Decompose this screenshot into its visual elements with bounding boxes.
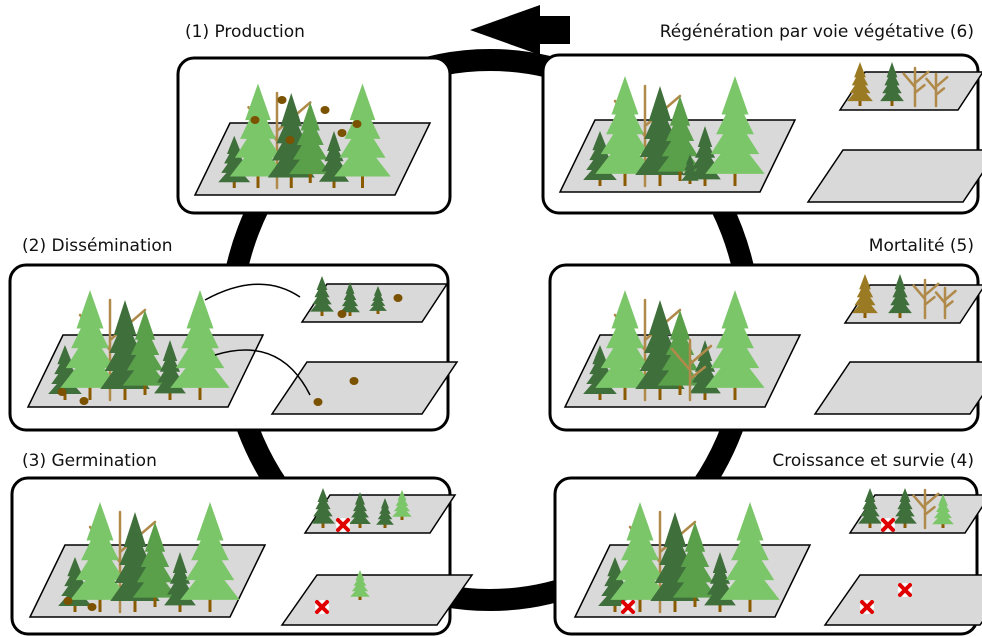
dispersal-path [204, 283, 301, 301]
conifer-tree [705, 290, 765, 400]
stage-label-germination: (3) Germination [22, 451, 157, 471]
conifer-tree [893, 488, 917, 528]
seed [57, 388, 67, 396]
conifer-tree [595, 290, 655, 400]
seed [87, 603, 97, 611]
seed [352, 120, 362, 128]
conifer-tree [672, 522, 718, 607]
conifer-tree [610, 502, 670, 612]
stage-label-mortalite: Mortalité (5) [868, 236, 974, 256]
dead-tree [925, 72, 949, 108]
conifer-tree [392, 490, 412, 520]
conifer-tree [847, 62, 873, 106]
conifer-tree [340, 282, 360, 316]
conifer-tree [170, 290, 230, 400]
conifer-tree [858, 488, 882, 528]
seed [285, 136, 295, 144]
seed [277, 96, 287, 104]
ground-plot [280, 574, 474, 626]
seed [313, 398, 323, 406]
conifer-tree [154, 340, 186, 400]
mortality-cross [898, 583, 912, 597]
conifer-tree [122, 310, 168, 395]
seed [337, 129, 347, 137]
conifer-tree [311, 488, 335, 528]
dead-tree [912, 488, 940, 530]
ground-plot [838, 71, 982, 111]
seed [250, 116, 260, 124]
conifer-tree [334, 83, 391, 188]
conifer-tree [704, 552, 736, 612]
conifer-tree [705, 76, 765, 186]
conifer-tree [880, 62, 904, 106]
ground-plot [813, 361, 982, 415]
conifer-tree [595, 76, 655, 186]
conifer-tree [350, 570, 370, 600]
mortality-cross [860, 600, 874, 614]
conifer-tree [932, 494, 954, 528]
dispersal-path [214, 349, 311, 396]
seed [63, 597, 73, 605]
seed [349, 377, 359, 385]
mortality-cross [336, 518, 350, 532]
conifer-tree [888, 274, 912, 318]
seed [320, 106, 330, 114]
mortality-cross [315, 600, 329, 614]
dead-tree [902, 66, 930, 108]
stage-label-production: (1) Production [185, 22, 305, 42]
ground-plot [806, 149, 982, 203]
mortality-cross [621, 600, 635, 614]
conifer-tree [229, 83, 287, 188]
dead-tree [934, 286, 957, 320]
seed [393, 294, 403, 302]
seed [79, 397, 89, 405]
conifer-tree [70, 502, 130, 612]
dead-tree [670, 338, 713, 402]
conifer-tree [720, 502, 780, 612]
conifer-tree [180, 502, 240, 612]
conifer-tree [681, 154, 699, 184]
conifer-tree [852, 274, 878, 318]
conifer-tree [164, 552, 196, 612]
dead-tree [912, 278, 940, 320]
conifer-tree [132, 522, 178, 607]
conifer-tree [60, 290, 120, 400]
seed [337, 310, 347, 318]
stage-label-croissance: Croissance et survie (4) [772, 451, 974, 471]
conifer-tree [310, 276, 334, 316]
mortality-cross [881, 518, 895, 532]
conifer-tree [689, 340, 721, 400]
conifer-tree [369, 286, 387, 314]
conifer-tree [376, 498, 394, 528]
conifer-tree [318, 131, 350, 188]
ground-plot [843, 284, 982, 324]
conifer-tree [289, 102, 332, 183]
conifer-tree [349, 492, 371, 528]
stage-label-dissemination: (2) Dissémination [22, 236, 173, 256]
stage-label-regeneration: Régénération par voie végétative (6) [659, 22, 974, 42]
conifer-tree [689, 126, 721, 186]
